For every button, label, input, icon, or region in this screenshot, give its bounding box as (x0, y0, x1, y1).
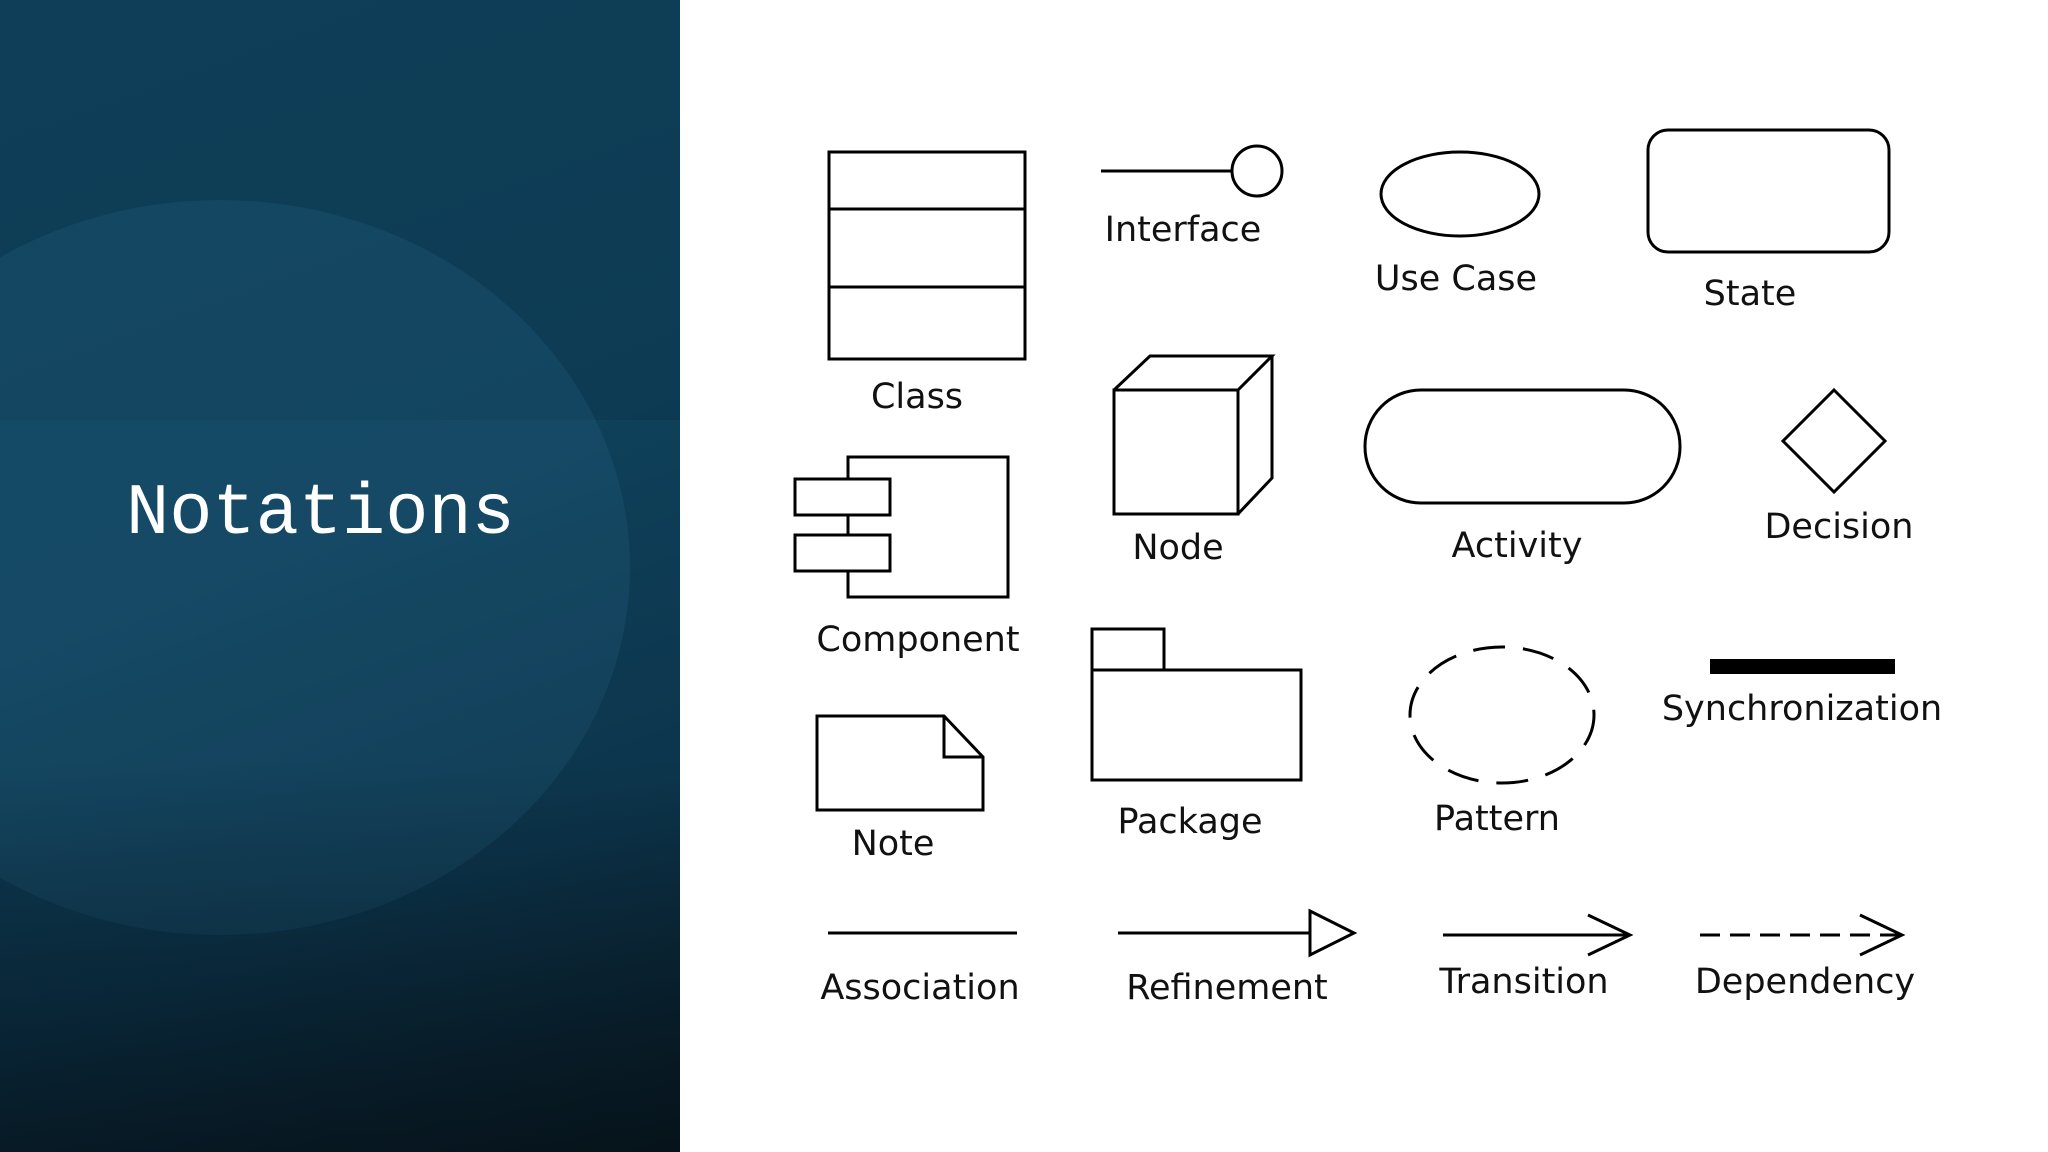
use-case-shape (1379, 150, 1541, 238)
activity-shape (1363, 388, 1682, 505)
synchronization-label: Synchronization (1662, 689, 1942, 729)
package-label: Package (1117, 802, 1262, 842)
decorative-fade (0, 760, 680, 1152)
dependency-arrow (1700, 913, 1906, 957)
transition-arrow (1443, 913, 1634, 957)
refinement-label: Refinement (1126, 968, 1328, 1008)
node-shape (1112, 354, 1276, 516)
transition-label: Transition (1438, 962, 1608, 1002)
use-case-label: Use Case (1375, 259, 1537, 299)
synchronization-bar (1710, 659, 1895, 674)
slide-title: Notations (126, 473, 515, 555)
title-panel: Notations (0, 0, 680, 1152)
activity-label: Activity (1452, 526, 1583, 566)
association-label: Association (820, 968, 1019, 1008)
component-shape (793, 455, 1010, 599)
dependency-label: Dependency (1695, 962, 1915, 1002)
decision-label: Decision (1764, 507, 1913, 547)
interface-shape (1101, 144, 1284, 198)
note-shape (815, 714, 985, 812)
pattern-shape (1408, 645, 1596, 785)
class-shape (827, 150, 1027, 361)
pattern-label: Pattern (1434, 799, 1560, 839)
decision-shape (1780, 387, 1888, 495)
note-label: Note (852, 824, 935, 864)
component-label: Component (816, 620, 1019, 660)
node-label: Node (1132, 528, 1223, 568)
package-shape (1090, 627, 1303, 782)
interface-label: Interface (1105, 210, 1262, 250)
state-label: State (1704, 274, 1797, 314)
state-shape (1646, 128, 1891, 254)
class-label: Class (871, 377, 963, 417)
refinement-arrow (1118, 908, 1358, 958)
